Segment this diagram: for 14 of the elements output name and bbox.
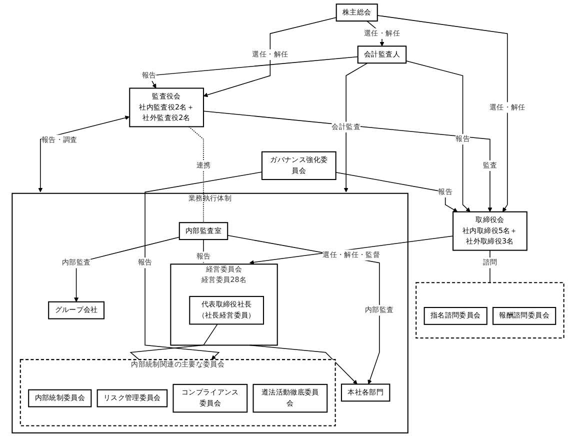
connector	[188, 126, 204, 223]
arrow	[377, 15, 508, 212]
arrow	[249, 344, 358, 384]
arrow	[203, 17, 337, 98]
connector	[130, 324, 218, 360]
arrow	[74, 236, 180, 302]
arrow	[203, 110, 492, 212]
cluster	[416, 282, 564, 339]
arrow	[344, 62, 368, 192]
arrow	[335, 172, 458, 212]
arrow	[249, 236, 454, 265]
arrow	[406, 60, 470, 212]
arrow	[38, 116, 130, 192]
arrow	[144, 172, 262, 360]
